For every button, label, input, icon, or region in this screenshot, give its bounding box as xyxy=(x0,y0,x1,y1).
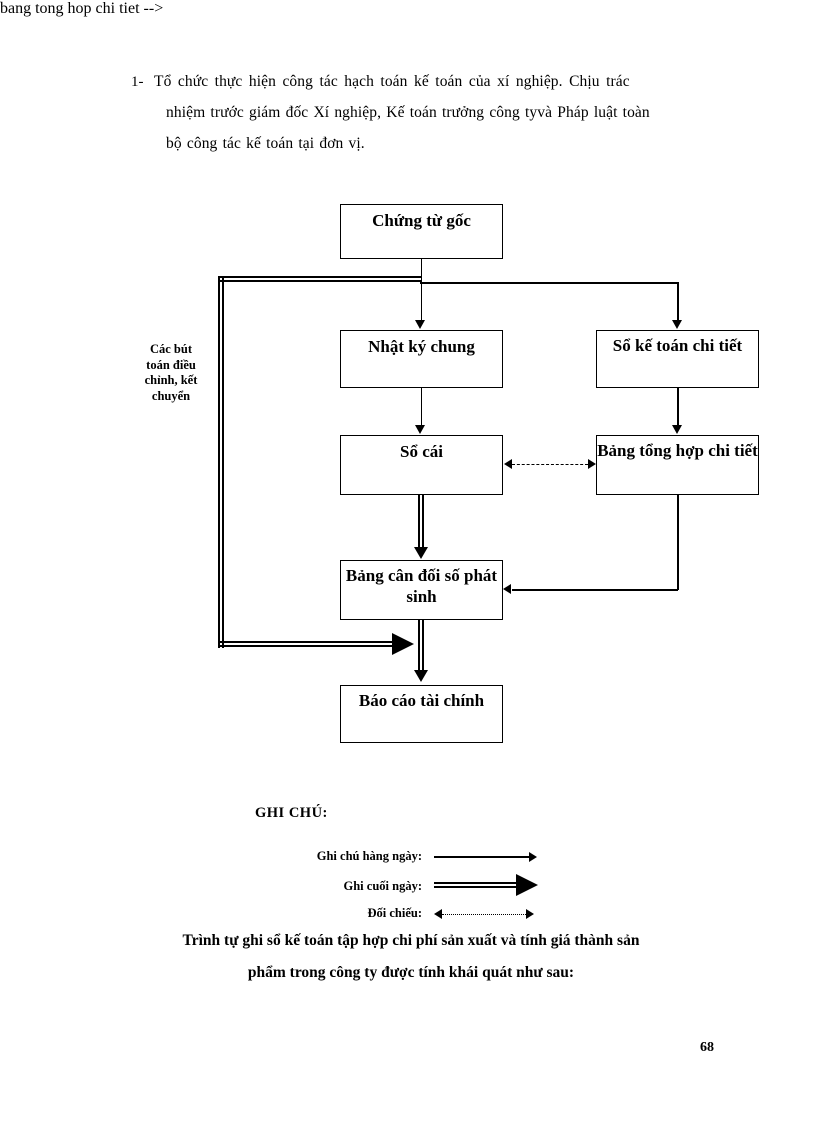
arrowhead-to-bang-tong-hop xyxy=(672,425,682,434)
connector-bangcd-to-baocao xyxy=(418,620,424,672)
node-so-cai: Sổ cái xyxy=(340,435,503,495)
closing-line-1: Trình tự ghi sổ kế toán tập hợp chi phí … xyxy=(182,932,640,949)
accounting-flow-diagram: Các bút toán điều chỉnh, kết chuyển Chứn… xyxy=(0,0,759,743)
connector-bangth-to-bangcd xyxy=(512,589,678,591)
connector-sokt-to-bangth xyxy=(677,388,679,426)
closing-paragraph: Trình tự ghi sổ kế toán tập hợp chi phí … xyxy=(131,925,691,989)
list-marker: 1- xyxy=(131,74,144,90)
legend-label-doi-chieu: Đối chiếu: xyxy=(367,906,422,920)
intro-lines: Tổ chức thực hiện công tác hạch toán kế … xyxy=(154,66,721,159)
legend-arrowhead-thin xyxy=(529,851,537,862)
intro-line-2: nhiệm trước giám đốc Xí nghiệp, Kế toán … xyxy=(166,104,650,121)
connector-adjust-top xyxy=(218,276,422,282)
node-label-bang-can-doi-so-phat-sinh: Bảng cân đối số phát sinh xyxy=(345,566,498,606)
legend-arrowhead-double xyxy=(516,874,538,896)
page-number: 68 xyxy=(700,1040,714,1055)
legend-line-double xyxy=(434,882,520,888)
legend-title: GHI CHÚ: xyxy=(255,805,328,821)
connector-nhatky-to-socai xyxy=(420,388,422,426)
node-label-nhat-ky-chung: Nhật ký chung xyxy=(368,337,475,356)
closing-line-2: phẩm trong công ty được tính khái quát n… xyxy=(247,964,575,981)
connector-chungtu-stem xyxy=(420,259,422,284)
node-bao-cao-tai-chinh: Báo cáo tài chính xyxy=(340,685,503,743)
connector-branch-right-down xyxy=(677,282,679,320)
arrowhead-to-nhat-ky-chung xyxy=(415,320,425,329)
node-label-so-cai: Sổ cái xyxy=(400,442,443,461)
arrowhead-to-bang-can-doi xyxy=(414,547,428,559)
node-bang-can-doi-so-phat-sinh: Bảng cân đối số phát sinh xyxy=(340,560,503,620)
legend-arrowhead-dotted-right xyxy=(526,909,534,919)
arrowhead-doi-chieu-right xyxy=(588,459,596,469)
arrowhead-doi-chieu-left xyxy=(504,459,512,469)
node-so-ke-toan-chi-tiet: Sổ kế toán chi tiết xyxy=(596,330,759,388)
connector-socai-to-bangcd xyxy=(418,495,424,549)
connector-adjust-left xyxy=(218,276,224,648)
node-label-bao-cao-tai-chinh: Báo cáo tài chính xyxy=(358,691,485,710)
legend-label-ghi-cuoi-ngay: Ghi cuối ngày: xyxy=(343,879,423,893)
intro-line-3: bộ công tác kế toán tại đơn vị. xyxy=(166,135,365,152)
node-label-so-ke-toan-chi-tiet: Sổ kế toán chi tiết xyxy=(612,336,743,355)
node-nhat-ky-chung: Nhật ký chung xyxy=(340,330,503,388)
arrowhead-to-so-cai xyxy=(415,425,425,434)
connector-adjust-bottom xyxy=(218,641,394,647)
arrowhead-to-bang-can-doi-from-right xyxy=(503,584,511,594)
intro-line-1: Tổ chức thực hiện công tác hạch toán kế … xyxy=(154,73,630,90)
legend-line-thin xyxy=(434,856,530,858)
connector-branch-horizontal xyxy=(420,282,678,284)
diagram-side-label: Các bút toán điều chỉnh, kết chuyển xyxy=(144,342,198,403)
legend-arrowhead-dotted-left xyxy=(434,909,442,919)
arrowhead-adjust-into-stem xyxy=(392,633,414,655)
connector-chungtu-to-nhatky xyxy=(420,282,422,320)
legend-label-ghi-chu-hang-ngay: Ghi chú hàng ngày: xyxy=(316,849,422,863)
arrowhead-to-bao-cao xyxy=(414,670,428,682)
legend-line-dotted xyxy=(442,914,526,915)
node-label-chung-tu-goc: Chứng từ gốc xyxy=(372,211,471,230)
node-chung-tu-goc: Chứng từ gốc xyxy=(340,204,503,259)
node-label-bang-tong-hop-chi-tiet: Bảng tổng hợp chi tiết xyxy=(597,441,758,460)
arrowhead-to-so-ke-toan xyxy=(672,320,682,329)
node-bang-tong-hop-chi-tiet: Bảng tổng hợp chi tiết xyxy=(596,435,759,495)
connector-doi-chieu-dashed xyxy=(512,464,588,465)
connector-bangth-down xyxy=(677,495,679,590)
